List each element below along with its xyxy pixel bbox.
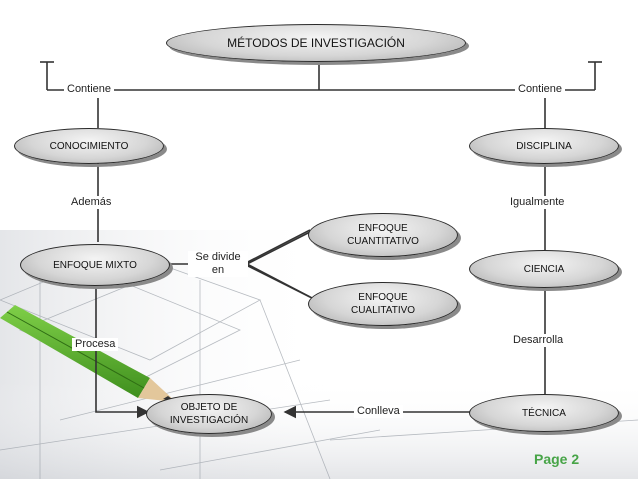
label-ademas: Además [68, 196, 115, 209]
node-conocimiento: CONOCIMIENTO [14, 128, 164, 164]
node-enfoque-mixto: ENFOQUE MIXTO [20, 244, 170, 286]
title-node: MÉTODOS DE INVESTIGACIÓN [166, 24, 466, 62]
node-ciencia: CIENCIA [469, 250, 619, 288]
node-enfoque-cualitativo: ENFOQUE CUALITATIVO [308, 282, 458, 326]
node-objeto-investigacion: OBJETO DE INVESTIGACIÓN [146, 394, 272, 434]
node-enfoque-cuantitativo: ENFOQUE CUANTITATIVO [308, 213, 458, 257]
label-contiene-left: Contiene [64, 83, 115, 96]
node-disciplina: DISCIPLINA [469, 128, 619, 164]
label-se-divide: Se divide en [188, 251, 248, 277]
label-desarrolla: Desarrolla [510, 334, 567, 347]
label-procesa: Procesa [72, 338, 119, 351]
label-igualmente: Igualmente [507, 196, 568, 209]
label-contiene-right: Contiene [515, 83, 566, 96]
label-conlleva: Conlleva [354, 405, 403, 418]
node-tecnica: TÉCNICA [469, 394, 619, 432]
page-number: Page 2 [534, 451, 580, 467]
